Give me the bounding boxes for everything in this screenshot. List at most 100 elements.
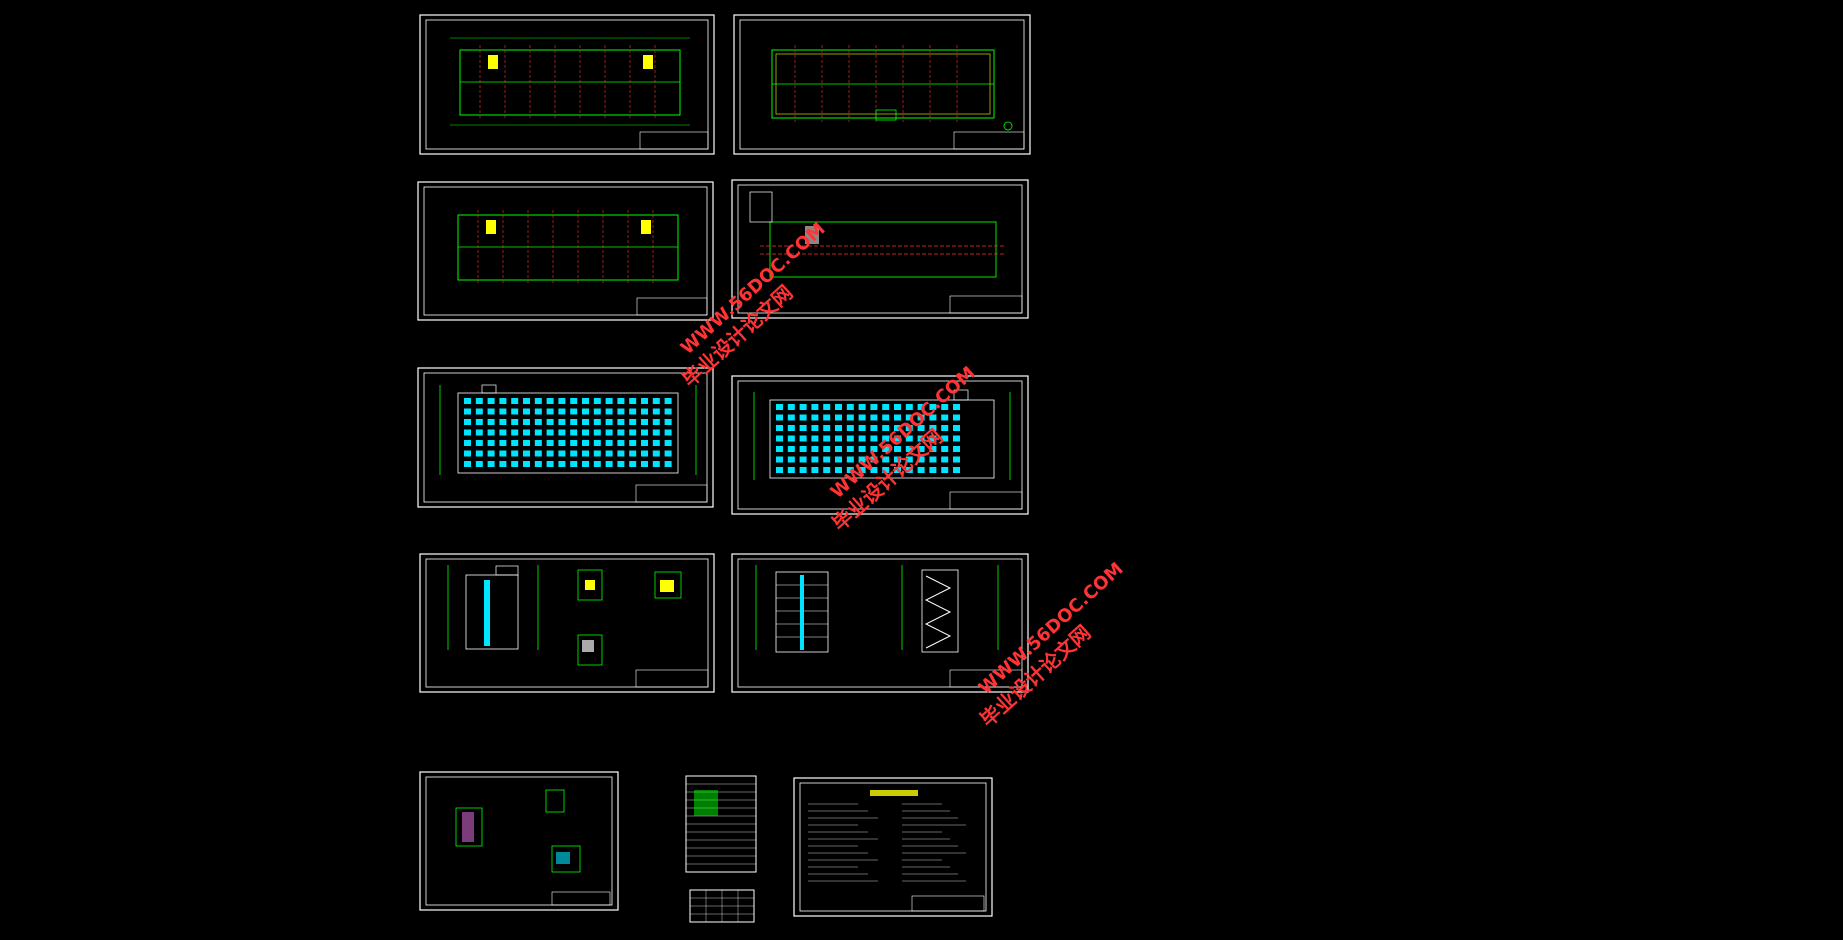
- window-mark: [511, 419, 519, 425]
- window-mark: [858, 425, 866, 431]
- window-mark: [652, 450, 660, 457]
- window-mark: [941, 425, 949, 431]
- window-mark: [652, 461, 660, 467]
- window-mark: [605, 398, 613, 404]
- title-block: [911, 895, 985, 912]
- window-mark: [870, 456, 878, 463]
- window-mark: [629, 450, 637, 457]
- sheet-floor-plan-2[interactable]: [733, 14, 1031, 155]
- window-mark: [664, 398, 672, 404]
- window-mark: [799, 446, 807, 452]
- window-mark: [799, 404, 807, 410]
- window-mark: [617, 429, 625, 436]
- sheet-sections[interactable]: [731, 553, 1029, 693]
- window-mark: [823, 414, 831, 421]
- window-mark: [776, 425, 783, 431]
- window-mark: [546, 408, 554, 415]
- window-mark: [534, 461, 542, 467]
- window-mark: [882, 414, 890, 421]
- window-mark: [523, 398, 530, 404]
- window-mark: [593, 440, 601, 446]
- window-mark: [811, 467, 819, 473]
- window-mark: [894, 414, 901, 421]
- title-block: [635, 669, 709, 688]
- window-mark: [811, 435, 819, 442]
- window-mark: [917, 435, 925, 442]
- window-mark: [870, 425, 878, 431]
- window-mark: [475, 419, 483, 425]
- window-mark: [664, 450, 672, 457]
- window-mark: [664, 461, 672, 467]
- sheet-schedule-2[interactable]: [689, 889, 755, 923]
- window-mark: [511, 440, 519, 446]
- window-mark: [929, 404, 937, 410]
- sheet-stair-detail[interactable]: [419, 771, 619, 911]
- window-mark: [905, 435, 913, 442]
- window-mark: [582, 408, 589, 415]
- window-mark: [917, 404, 925, 410]
- window-mark: [593, 408, 601, 415]
- window-mark: [870, 404, 878, 410]
- sheet-elevation-2[interactable]: [731, 375, 1029, 515]
- sheet-schedule-1[interactable]: [685, 775, 757, 873]
- window-mark: [617, 398, 625, 404]
- window-mark: [570, 461, 578, 467]
- window-mark: [617, 419, 625, 425]
- window-mark: [894, 404, 901, 410]
- window-mark: [835, 435, 842, 442]
- window-mark: [894, 435, 901, 442]
- window-mark: [546, 398, 554, 404]
- window-mark: [558, 440, 566, 446]
- window-mark: [917, 414, 925, 421]
- window-mark: [582, 429, 589, 436]
- window-mark: [546, 461, 554, 467]
- window-mark: [499, 408, 507, 415]
- window-mark: [917, 446, 925, 452]
- window-mark: [941, 446, 949, 452]
- window-mark: [570, 450, 578, 457]
- window-mark: [570, 419, 578, 425]
- window-mark: [929, 425, 937, 431]
- sheet-roof-plan[interactable]: [731, 179, 1029, 319]
- title-block: [949, 669, 1023, 688]
- window-mark: [858, 414, 866, 421]
- window-mark: [558, 419, 566, 425]
- window-mark: [776, 435, 783, 442]
- window-mark: [835, 456, 842, 463]
- window-mark: [941, 414, 949, 421]
- window-mark: [929, 414, 937, 421]
- sheet-floor-plan-1[interactable]: [419, 14, 715, 155]
- sheet-side-elevation[interactable]: [419, 553, 715, 693]
- window-mark: [905, 446, 913, 452]
- window-mark: [475, 408, 483, 415]
- window-mark: [953, 467, 960, 473]
- window-mark: [534, 408, 542, 415]
- window-mark: [823, 446, 831, 452]
- window-mark: [905, 425, 913, 431]
- window-mark: [629, 419, 637, 425]
- window-mark: [917, 456, 925, 463]
- window-mark: [776, 414, 783, 421]
- window-mark: [546, 429, 554, 436]
- window-mark: [953, 414, 960, 421]
- window-mark: [464, 450, 471, 457]
- window-mark: [894, 425, 901, 431]
- window-mark: [475, 461, 483, 467]
- window-mark: [593, 419, 601, 425]
- window-mark: [905, 456, 913, 463]
- sheet-design-notes[interactable]: [793, 777, 993, 917]
- window-mark: [953, 446, 960, 452]
- window-mark: [641, 408, 648, 415]
- title-block: [949, 295, 1023, 314]
- window-mark: [652, 398, 660, 404]
- sheet-elevation-1[interactable]: [417, 367, 714, 508]
- window-mark: [511, 450, 519, 457]
- window-mark: [776, 446, 783, 452]
- window-mark: [652, 408, 660, 415]
- window-mark: [953, 435, 960, 442]
- window-mark: [882, 467, 890, 473]
- window-mark: [523, 461, 530, 467]
- highlight-room: [643, 55, 653, 69]
- sheet-floor-plan-3[interactable]: [417, 181, 714, 321]
